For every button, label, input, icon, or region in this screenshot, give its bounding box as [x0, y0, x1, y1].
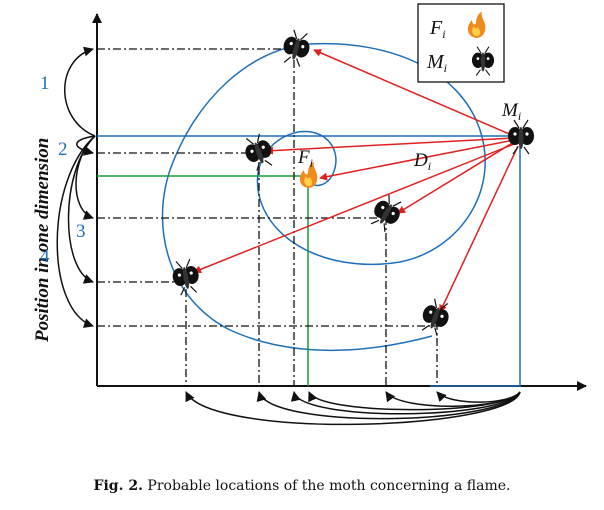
distance-label: Di [413, 150, 431, 173]
figure-caption: Fig. 2. Probable locations of the moth c… [0, 478, 604, 494]
spiral-curve [161, 42, 486, 352]
flame-label: Fi [297, 147, 313, 170]
moth-flame-diagram: Mi Fi Di Fi Mi Position in one dimension… [32, 3, 587, 426]
legend-moth-label: Mi [426, 51, 447, 75]
caption-text: Probable locations of the moth concernin… [147, 478, 511, 494]
moth-icon [416, 296, 454, 339]
moth-icon [240, 131, 278, 174]
red-arrows [193, 49, 519, 313]
spiral-path [430, 140, 521, 387]
moth-label: Mi [501, 100, 521, 123]
moth-icon [366, 191, 407, 235]
number-4: 4 [40, 246, 50, 267]
number-3: 3 [76, 221, 86, 242]
caption-label: Fig. 2. [93, 478, 143, 494]
y-axis-label: Position in one dimension [32, 138, 53, 343]
legend: Fi Mi [417, 3, 505, 83]
moth-icon [278, 27, 314, 69]
number-1: 1 [40, 73, 50, 94]
bottom-curved-arrows [185, 391, 521, 426]
legend-flame-label: Fi [429, 17, 446, 41]
moth-icon [507, 119, 535, 155]
number-2: 2 [58, 139, 68, 160]
left-curved-arrows [56, 46, 96, 328]
